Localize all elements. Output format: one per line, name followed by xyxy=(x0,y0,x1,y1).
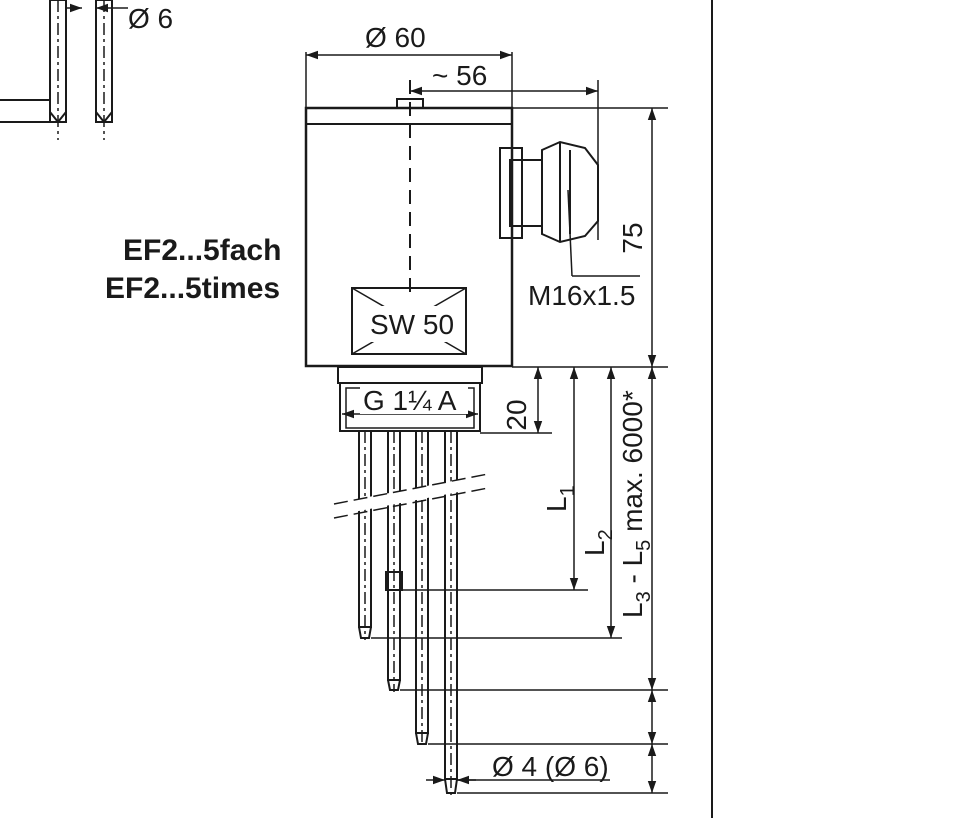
l2-label: L2 xyxy=(579,529,617,556)
diameter-60-label: Ø 60 xyxy=(365,22,426,53)
thread-m16-label: M16x1.5 xyxy=(528,280,635,311)
cable-gland xyxy=(499,140,640,277)
thread-length-dimension xyxy=(480,367,552,434)
dim-56-label: ~ 56 xyxy=(432,60,487,91)
wrench-size-box xyxy=(351,287,467,355)
l1-label: L1 xyxy=(541,485,579,512)
dim-75-label: 75 xyxy=(617,222,648,253)
width-dimension xyxy=(305,50,513,108)
wrench-size-label: SW 50 xyxy=(370,309,454,340)
break-marks xyxy=(330,473,492,519)
thread-g-label: G 1¼ A xyxy=(363,385,457,416)
model-label-de: EF2...5fach xyxy=(123,234,281,267)
rod-diameter-label: Ø 6 xyxy=(128,3,173,34)
dim-20-label: 20 xyxy=(501,399,532,430)
sensor-rods xyxy=(358,430,458,796)
model-label-en: EF2...5times xyxy=(105,272,280,305)
l3-l5-label: L3 - L5 max. 6000* xyxy=(617,390,655,618)
partial-rod-view xyxy=(0,0,128,140)
length-dimensions xyxy=(371,367,668,794)
rod-diameter-4-label: Ø 4 (Ø 6) xyxy=(492,751,609,782)
